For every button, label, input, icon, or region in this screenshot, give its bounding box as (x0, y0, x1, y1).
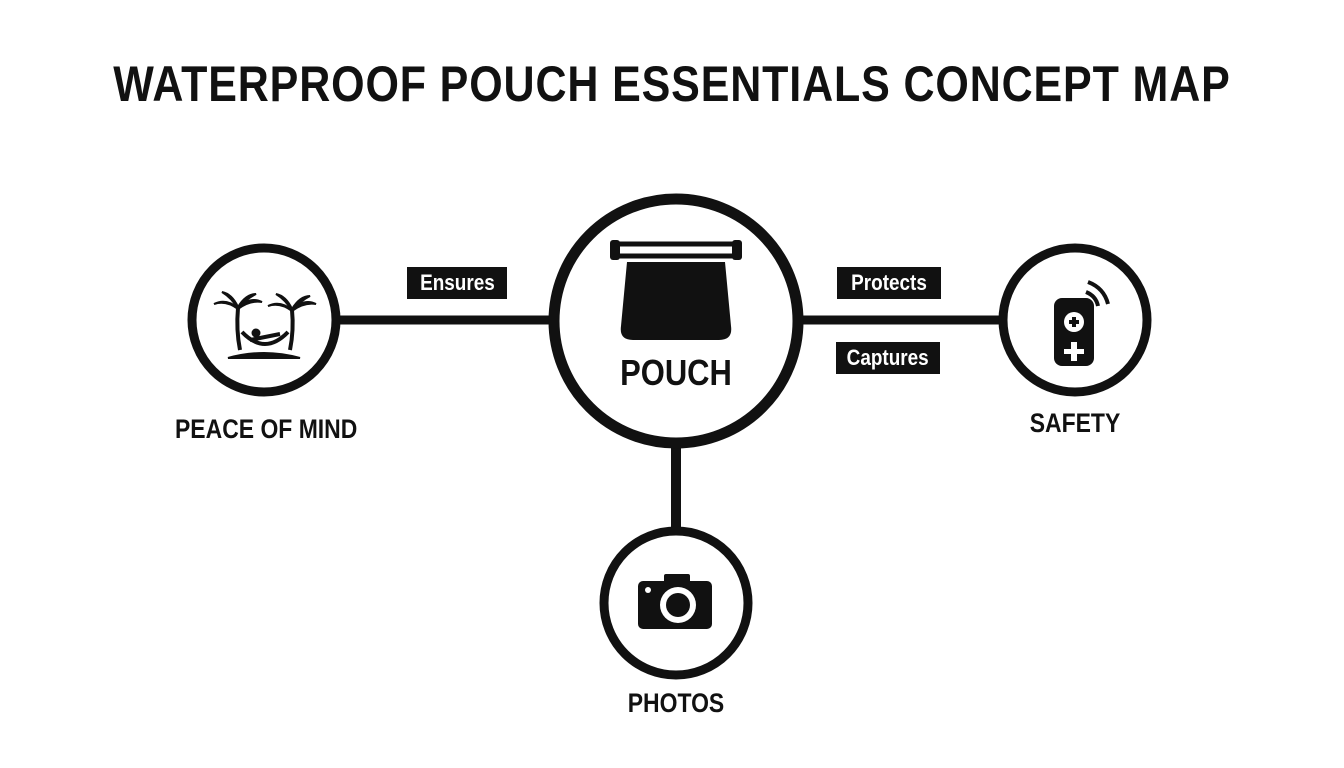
center-node-label: POUCH (620, 352, 732, 393)
edge-label-ensures-text: Ensures (419, 270, 495, 295)
safety-label: SAFETY (1029, 408, 1121, 438)
edge-label-protects: Protects (837, 267, 941, 299)
peace-of-mind-node-circle[interactable] (187, 243, 341, 397)
photos-label: PHOTOS (627, 688, 725, 718)
diagram-title: WATERPROOF POUCH ESSENTIALS CONCEPT MAP (113, 56, 1231, 112)
pouch-icon (610, 240, 742, 340)
edge-label-protects-text: Protects (851, 270, 927, 295)
edge-label-ensures: Ensures (407, 267, 507, 299)
edge-label-captures: Captures (836, 342, 940, 374)
peace-of-mind-label: PEACE OF MIND (175, 414, 358, 444)
edge-label-captures-text: Captures (846, 345, 929, 370)
emergency-phone-icon (1054, 280, 1110, 366)
beach-hammock-icon (213, 291, 317, 359)
camera-icon (638, 574, 712, 629)
